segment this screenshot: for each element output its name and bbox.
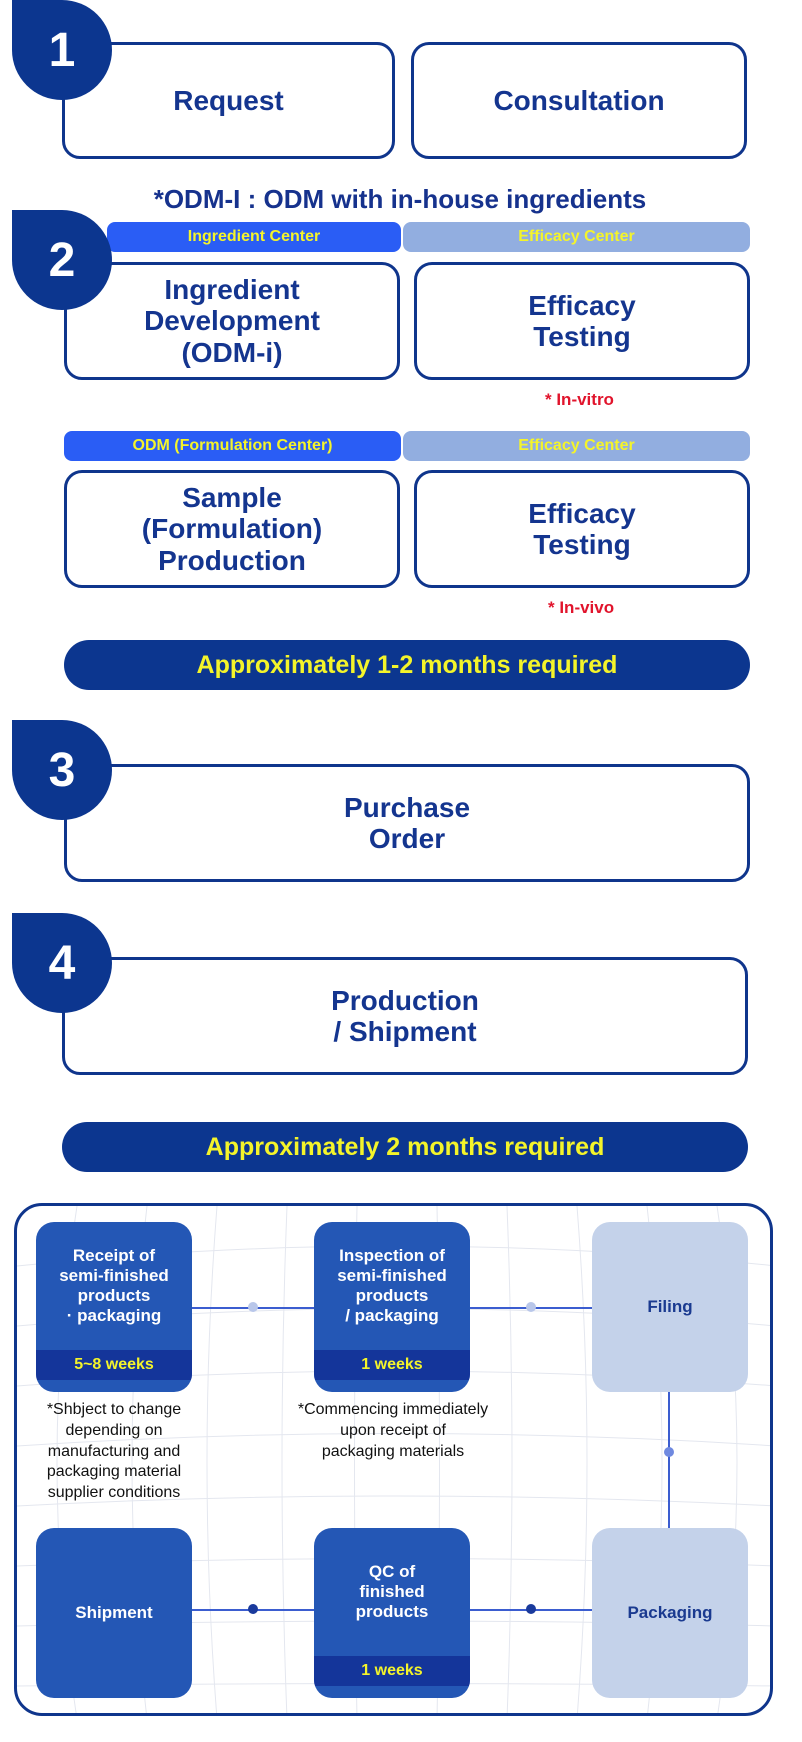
connector-dot — [248, 1604, 258, 1614]
card-inspection: Inspection of semi-finished products / p… — [314, 1222, 470, 1392]
sample-production-box: Sample (Formulation) Production — [64, 470, 400, 588]
in-vitro-note: * In-vitro — [545, 390, 614, 409]
tag-ingredient-center: Ingredient Center — [107, 222, 401, 252]
efficacy-testing-box-2: Efficacy Testing — [414, 470, 750, 588]
odm-note: *ODM-I : ODM with in-house ingredients — [153, 184, 647, 214]
card-receipt-weeks: 5~8 weeks — [36, 1350, 192, 1380]
consultation-box: Consultation — [411, 42, 747, 159]
card-packaging-label: Packaging — [627, 1602, 713, 1622]
card-receipt-label: Receipt of semi-finished products · pack… — [59, 1245, 169, 1326]
card-inspection-weeks: 1 weeks — [314, 1350, 470, 1380]
card-packaging: Packaging — [592, 1528, 748, 1698]
in-vivo-note: * In-vivo — [548, 598, 615, 617]
card-filing-label: Filing — [647, 1296, 693, 1316]
tag-odm-formulation-center: ODM (Formulation Center) — [64, 431, 401, 461]
connector-dot — [526, 1604, 536, 1614]
card-shipment-label: Shipment — [75, 1602, 153, 1622]
step-4-badge: 4 — [12, 913, 112, 1013]
card-qc-weeks: 1 weeks — [314, 1656, 470, 1686]
connector-filing-packaging — [668, 1392, 670, 1528]
ingredient-development-box: Ingredient Development (ODM-i) — [64, 262, 400, 380]
tag-efficacy-center-2: Efficacy Center — [403, 431, 750, 461]
card-receipt: Receipt of semi-finished products · pack… — [36, 1222, 192, 1392]
efficacy-testing-box-1: Efficacy Testing — [414, 262, 750, 380]
duration-badge-2: Approximately 2 months required — [62, 1122, 748, 1172]
card-filing: Filing — [592, 1222, 748, 1392]
step-1-badge: 1 — [12, 0, 112, 100]
card-inspection-label: Inspection of semi-finished products / p… — [337, 1245, 447, 1326]
duration-badge-1: Approximately 1-2 months required — [64, 640, 750, 690]
card-qc-label: QC of finished products — [355, 1561, 429, 1622]
card-qc: QC of finished products 1 weeks — [314, 1528, 470, 1698]
card-shipment: Shipment — [36, 1528, 192, 1698]
production-shipment-box: Production / Shipment — [62, 957, 748, 1075]
request-box: Request — [62, 42, 395, 159]
step-2-badge: 2 — [12, 210, 112, 310]
purchase-order-box: Purchase Order — [64, 764, 750, 882]
tag-efficacy-center-1: Efficacy Center — [403, 222, 750, 252]
connector-dot — [664, 1447, 674, 1457]
inspection-note: *Commencing immediately upon receipt of … — [297, 1401, 489, 1460]
receipt-note: *Shbject to change depending on manufact… — [46, 1401, 182, 1502]
step-3-badge: 3 — [12, 720, 112, 820]
connector-dot — [526, 1302, 536, 1312]
connector-dot — [248, 1302, 258, 1312]
